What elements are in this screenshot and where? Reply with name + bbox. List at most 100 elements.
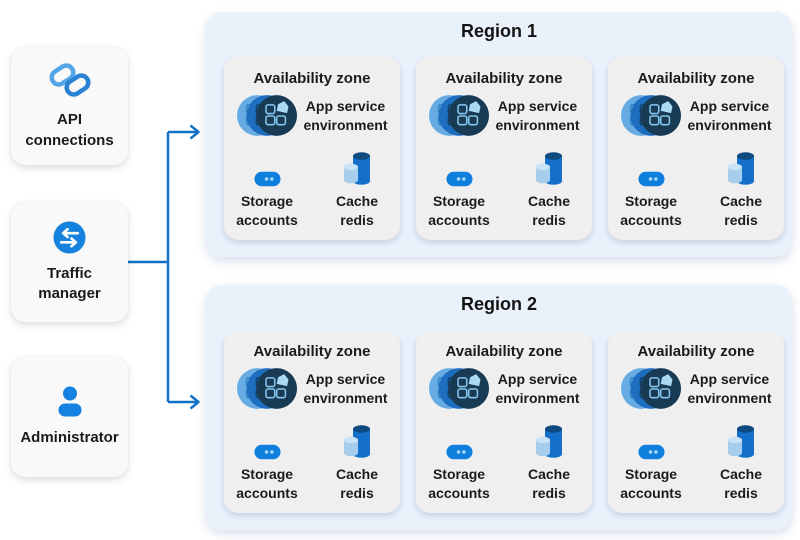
- region-title: Region 1: [460, 21, 537, 41]
- traffic-manager-node: Traffic manager: [11, 202, 128, 322]
- cache-redis-item: Cache redis: [512, 147, 586, 230]
- app-service-row: App service environment: [620, 92, 772, 139]
- region-2-zones: Availability zone App service environmen…: [224, 330, 784, 513]
- administrator-icon: [50, 385, 90, 419]
- storage-accounts-label-line2: accounts: [428, 484, 490, 501]
- availability-zone-title: Availability zone: [445, 70, 563, 87]
- storage-accounts-icon: [638, 171, 665, 187]
- availability-zone-title: Availability zone: [637, 70, 755, 87]
- cache-redis-label-line2: redis: [724, 484, 758, 501]
- app-service-environment-icon: [236, 92, 298, 139]
- availability-zone-title: Availability zone: [253, 70, 371, 87]
- app-service-row: App service environment: [620, 365, 772, 412]
- app-service-label-line1: App service: [689, 371, 770, 388]
- cache-redis-label-line2: redis: [340, 484, 374, 501]
- region-1-zones: Availability zone App service environmen…: [224, 57, 784, 240]
- storage-accounts-label-line2: accounts: [428, 211, 490, 228]
- traffic-manager-icon: [52, 220, 87, 255]
- app-service-label-line2: environment: [303, 389, 388, 406]
- traffic-manager-label-line1: Traffic: [46, 264, 92, 282]
- cache-redis-label-line1: Cache: [719, 466, 763, 482]
- storage-accounts-label-line1: Storage: [432, 193, 486, 209]
- app-service-row: App service environment: [236, 365, 388, 412]
- storage-accounts-label-line1: Storage: [432, 466, 486, 482]
- storage-accounts-label-line1: Storage: [240, 193, 294, 209]
- cache-redis-label-line2: redis: [340, 211, 374, 228]
- region-title: Region 2: [460, 294, 537, 314]
- traffic-manager-label-line2: manager: [38, 285, 101, 302]
- storage-accounts-icon: [446, 444, 473, 460]
- cache-redis-label-line1: Cache: [719, 193, 763, 209]
- storage-accounts-icon: [254, 171, 281, 187]
- app-service-row: App service environment: [236, 92, 388, 139]
- cache-redis-label-line2: redis: [532, 211, 566, 228]
- app-service-label-line2: environment: [687, 116, 772, 133]
- administrator-node: Administrator: [11, 357, 128, 477]
- availability-zone-title: Availability zone: [253, 343, 371, 360]
- storage-accounts-item: Storage accounts: [230, 147, 304, 230]
- api-connections-label-line2: connections: [25, 131, 114, 149]
- app-service-environment-icon: [428, 92, 490, 139]
- app-service-label-line1: App service: [497, 98, 578, 115]
- cache-redis-icon: [534, 149, 564, 187]
- app-service-label-line2: environment: [495, 389, 580, 406]
- cache-redis-icon: [726, 422, 756, 460]
- app-service-label-line2: environment: [303, 116, 388, 133]
- cache-redis-label-line1: Cache: [335, 466, 379, 482]
- availability-zone-card: Availability zone App service environmen…: [416, 330, 592, 513]
- app-service-label-line1: App service: [305, 98, 386, 115]
- cache-redis-label-line1: Cache: [527, 466, 571, 482]
- storage-accounts-icon: [638, 444, 665, 460]
- storage-accounts-icon: [254, 444, 281, 460]
- availability-zone-title: Availability zone: [445, 343, 563, 360]
- cache-redis-icon: [342, 149, 372, 187]
- storage-accounts-label-line2: accounts: [236, 211, 298, 228]
- app-service-environment-icon: [428, 365, 490, 412]
- app-service-environment-icon: [620, 92, 682, 139]
- app-service-label-line2: environment: [495, 116, 580, 133]
- storage-accounts-item: Storage accounts: [614, 147, 688, 230]
- app-service-label-line2: environment: [687, 389, 772, 406]
- cache-redis-label-line1: Cache: [335, 193, 379, 209]
- availability-zone-card: Availability zone App service environmen…: [224, 330, 400, 513]
- storage-accounts-label-line1: Storage: [624, 466, 678, 482]
- region-2-container: Region 2 Availability zone App service e…: [206, 285, 792, 530]
- app-service-environment-icon: [236, 365, 298, 412]
- api-connections-label-line1: API: [56, 111, 82, 129]
- storage-accounts-icon: [446, 171, 473, 187]
- cache-redis-item: Cache redis: [704, 420, 778, 503]
- storage-accounts-label-line2: accounts: [236, 484, 298, 501]
- cache-redis-icon: [342, 422, 372, 460]
- availability-zone-card: Availability zone App service environmen…: [608, 330, 784, 513]
- storage-accounts-item: Storage accounts: [422, 147, 496, 230]
- region-1-container: Region 1 Availability zone App service e…: [206, 12, 792, 257]
- storage-accounts-label-line1: Storage: [240, 466, 294, 482]
- availability-zone-card: Availability zone App service environmen…: [224, 57, 400, 240]
- api-connections-icon: [48, 61, 92, 101]
- cache-redis-item: Cache redis: [320, 147, 394, 230]
- storage-accounts-label-line2: accounts: [620, 484, 682, 501]
- app-service-row: App service environment: [428, 365, 580, 412]
- storage-accounts-item: Storage accounts: [614, 420, 688, 503]
- cache-redis-label-line2: redis: [532, 484, 566, 501]
- availability-zone-title: Availability zone: [637, 343, 755, 360]
- cache-redis-label-line1: Cache: [527, 193, 571, 209]
- cache-redis-icon: [726, 149, 756, 187]
- administrator-label-line1: Administrator: [20, 429, 119, 447]
- app-service-environment-icon: [620, 365, 682, 412]
- app-service-row: App service environment: [428, 92, 580, 139]
- cache-redis-item: Cache redis: [320, 420, 394, 503]
- availability-zone-card: Availability zone App service environmen…: [416, 57, 592, 240]
- storage-accounts-label-line2: accounts: [620, 211, 682, 228]
- app-service-label-line1: App service: [305, 371, 386, 388]
- storage-accounts-item: Storage accounts: [230, 420, 304, 503]
- api-connections-node: API connections: [11, 47, 128, 165]
- cache-redis-item: Cache redis: [512, 420, 586, 503]
- cache-redis-icon: [534, 422, 564, 460]
- app-service-label-line1: App service: [497, 371, 578, 388]
- app-service-label-line1: App service: [689, 98, 770, 115]
- storage-accounts-label-line1: Storage: [624, 193, 678, 209]
- cache-redis-item: Cache redis: [704, 147, 778, 230]
- storage-accounts-item: Storage accounts: [422, 420, 496, 503]
- availability-zone-card: Availability zone App service environmen…: [608, 57, 784, 240]
